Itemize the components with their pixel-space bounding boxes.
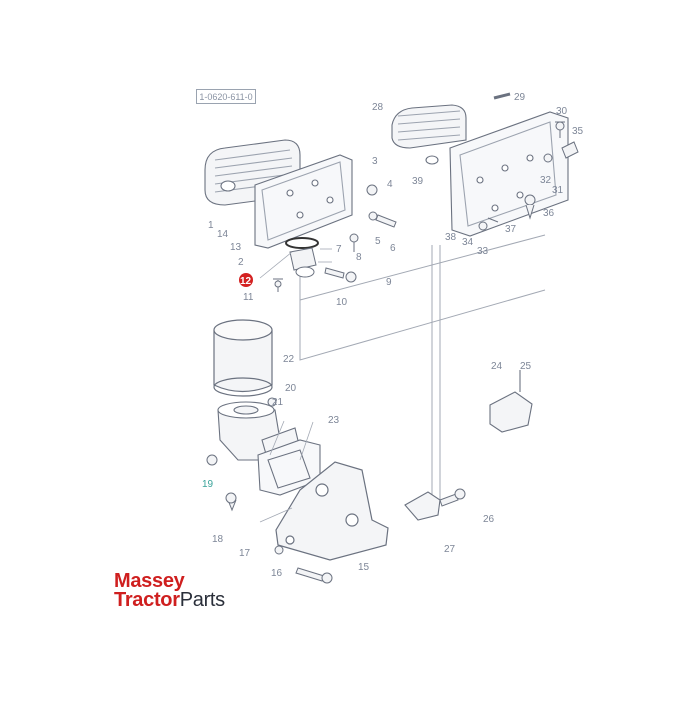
callout-17: 17 bbox=[239, 548, 251, 559]
callout-8: 8 bbox=[356, 252, 362, 263]
oil-cooler-right bbox=[391, 104, 467, 165]
oil-filter bbox=[213, 319, 273, 397]
callout-1: 1 bbox=[208, 220, 214, 231]
callout-22: 22 bbox=[283, 354, 295, 365]
valve-block bbox=[289, 247, 317, 278]
brand-logo: Massey TractorParts bbox=[114, 571, 225, 610]
bolt-set-lower bbox=[206, 454, 466, 584]
callout-9: 9 bbox=[386, 277, 392, 288]
brand-word-tractor: Tractor bbox=[114, 589, 180, 611]
frame-line bbox=[299, 234, 546, 301]
callout-16: 16 bbox=[271, 568, 283, 579]
cooler-housing-right bbox=[449, 92, 569, 237]
callout-25: 25 bbox=[520, 361, 532, 372]
callout-23: 23 bbox=[328, 415, 340, 426]
callout-27: 27 bbox=[444, 544, 456, 555]
callout-14: 14 bbox=[217, 229, 229, 240]
callout-33: 33 bbox=[477, 246, 489, 257]
callout-7: 7 bbox=[336, 244, 342, 255]
callout-38: 38 bbox=[445, 232, 457, 243]
callout-36: 36 bbox=[543, 208, 555, 219]
callout-13: 13 bbox=[230, 242, 242, 253]
callout-29: 29 bbox=[514, 92, 526, 103]
callout-15: 15 bbox=[358, 562, 370, 573]
brand-line-2: TractorParts bbox=[114, 590, 225, 610]
leader-lines bbox=[259, 248, 332, 523]
cooler-housing-left bbox=[254, 154, 353, 249]
callout-39: 39 bbox=[412, 176, 424, 187]
callout-34: 34 bbox=[462, 237, 474, 248]
callout-31: 31 bbox=[552, 185, 564, 196]
callout-11: 11 bbox=[243, 292, 254, 303]
callout-19: 19 bbox=[202, 479, 214, 490]
callout-24: 24 bbox=[491, 361, 503, 372]
callout-28: 28 bbox=[372, 102, 384, 113]
callout-35: 35 bbox=[572, 126, 584, 137]
callout-32: 32 bbox=[540, 175, 552, 186]
gasket bbox=[285, 237, 319, 249]
bolt-set-upper bbox=[273, 184, 397, 292]
callout-21: 21 bbox=[272, 397, 284, 408]
fittings-right bbox=[478, 121, 579, 231]
callout-20: 20 bbox=[285, 383, 297, 394]
frame-line bbox=[299, 270, 546, 361]
callout-12-marker bbox=[239, 273, 253, 287]
brand-line-1: Massey bbox=[114, 570, 185, 592]
callout-30: 30 bbox=[556, 106, 568, 117]
small-brackets bbox=[404, 370, 533, 521]
callout-18: 18 bbox=[212, 534, 224, 545]
callout-26: 26 bbox=[483, 514, 495, 525]
callout-4: 4 bbox=[387, 179, 393, 190]
mounting-bracket bbox=[275, 461, 389, 561]
reference-code-box: 1-0620-611-0 bbox=[196, 89, 256, 104]
callout-2: 2 bbox=[238, 257, 244, 268]
callout-5: 5 bbox=[375, 236, 381, 247]
callout-12: 12 bbox=[240, 276, 252, 287]
callout-6: 6 bbox=[390, 243, 396, 254]
callout-37: 37 bbox=[505, 224, 517, 235]
brand-word-parts: Parts bbox=[179, 589, 225, 611]
callout-10: 10 bbox=[336, 297, 348, 308]
callout-3: 3 bbox=[372, 156, 378, 167]
